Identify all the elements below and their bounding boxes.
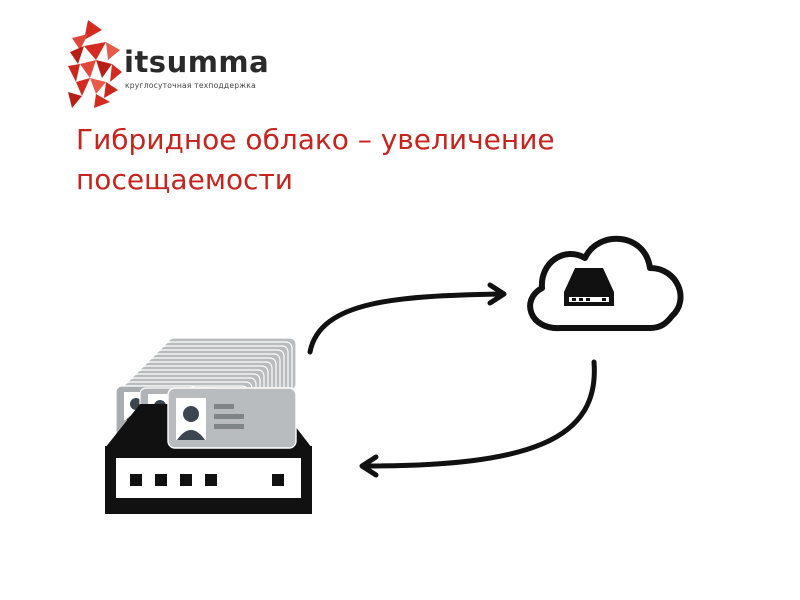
- id-card-front: [167, 387, 297, 449]
- logo-wordmark: itsumma: [124, 45, 270, 79]
- page-title: Гибридное облако – увеличение посещаемос…: [76, 120, 716, 200]
- arrow-right-icon: [307, 282, 507, 355]
- server-with-cards-icon: [105, 337, 312, 514]
- cloud-server-icon: [527, 235, 684, 332]
- title-line-2: посещаемости: [76, 163, 293, 196]
- logo-tagline: круглосуточная техподдержка: [125, 81, 256, 90]
- arrow-left-icon: [359, 359, 597, 478]
- title-line-1: Гибридное облако – увеличение: [76, 123, 555, 156]
- company-logo: itsumma круглосуточная техподдержка: [66, 20, 296, 110]
- itsumma-logo-icon: [68, 20, 122, 108]
